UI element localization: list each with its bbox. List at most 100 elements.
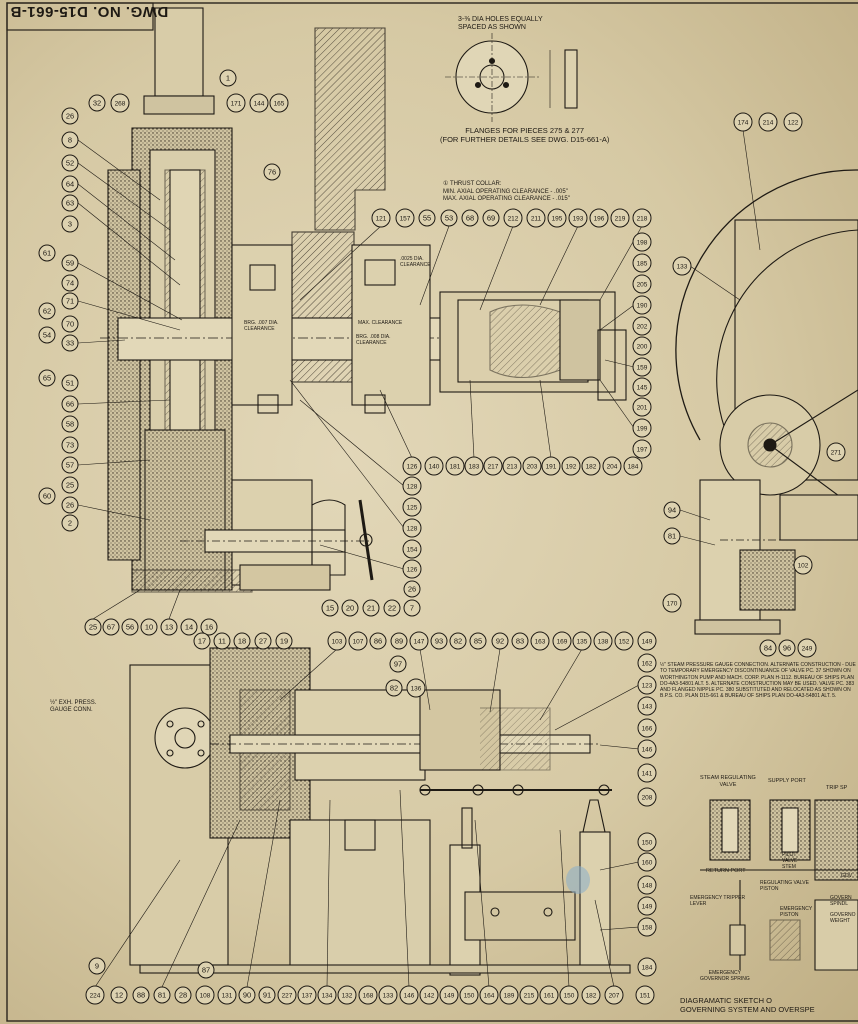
sheet-border (6, 2, 858, 1022)
callout-144: 144 (249, 93, 269, 113)
callout-circle (402, 456, 422, 476)
callout-circle (793, 555, 813, 575)
callout-162: 162 (637, 653, 657, 673)
callout-19: 19 (275, 632, 293, 650)
callout-number: 199 (637, 426, 648, 433)
callout-number: 122 (788, 120, 799, 127)
callout-88: 88 (132, 986, 150, 1004)
callout-number: 158 (642, 925, 653, 932)
callout-65: 65 (38, 369, 56, 387)
callout-33: 33 (61, 334, 79, 352)
callout-circle (213, 632, 231, 650)
callout-161: 161 (539, 985, 559, 1005)
callout-number: 93 (435, 637, 443, 646)
callout-60: 60 (38, 487, 56, 505)
drawing-number: DWG. NO. D15-661-B (10, 3, 169, 20)
callout-165: 165 (269, 93, 289, 113)
callout-131: 131 (217, 985, 237, 1005)
callout-2: 2 (61, 514, 79, 532)
clearance-b: BRG. .007 DIA. CLEARANCE (244, 320, 279, 332)
callout-66: 66 (61, 395, 79, 413)
callout-26: 26 (61, 496, 79, 514)
callout-202: 202 (632, 316, 652, 336)
callout-154: 154 (402, 539, 422, 559)
callout-number: 15 (326, 604, 334, 613)
callout-number: 86 (374, 637, 382, 646)
callout-number: 81 (158, 991, 166, 1000)
callout-224: 224 (85, 985, 105, 1005)
callout-number: 142 (424, 993, 435, 1000)
callout-circle (249, 93, 269, 113)
callout-number: 224 (90, 993, 101, 1000)
callout-8: 8 (61, 131, 79, 149)
callout-circle (88, 957, 106, 975)
callout-217: 217 (483, 456, 503, 476)
callout-circle (337, 985, 357, 1005)
callout-168: 168 (358, 985, 378, 1005)
callout-circle (277, 985, 297, 1005)
callout-82: 82 (449, 632, 467, 650)
callout-circle (406, 678, 426, 698)
callout-circle (530, 631, 550, 651)
callout-84: 84 (759, 639, 777, 657)
callout-10: 10 (140, 618, 158, 636)
callout-number: 204 (607, 464, 618, 471)
holes-note: 3-⅜ DIA HOLES EQUALLY SPACED AS SHOWN (458, 16, 543, 31)
callout-number: 183 (469, 464, 480, 471)
callout-59: 59 (61, 254, 79, 272)
callout-184: 184 (623, 456, 643, 476)
callout-190: 190 (632, 295, 652, 315)
callout-number: 211 (531, 216, 542, 223)
callout-174: 174 (733, 112, 753, 132)
callout-number: 200 (637, 344, 648, 351)
callout-108: 108 (195, 985, 215, 1005)
callout-number: 143 (642, 704, 653, 711)
callout-152: 152 (614, 631, 634, 651)
callout-circle (637, 957, 657, 977)
callout-number: 132 (342, 993, 353, 1000)
callout-circle (38, 487, 56, 505)
callout-22: 22 (383, 599, 401, 617)
callout-132: 132 (337, 985, 357, 1005)
callout-271: 271 (826, 442, 846, 462)
callout-circle (402, 497, 422, 517)
callout-number: 212 (508, 216, 519, 223)
callout-128: 128 (402, 518, 422, 538)
callout-number: 56 (126, 623, 134, 632)
callout-circle (61, 315, 79, 333)
callout-number: 192 (566, 464, 577, 471)
callout-circle (132, 986, 150, 1004)
callout-circle (502, 456, 522, 476)
callout-1: 1 (219, 69, 237, 87)
callout-circle (637, 718, 657, 738)
callout-number: 103 (332, 639, 343, 646)
callout-150: 150 (459, 985, 479, 1005)
callout-76: 76 (263, 163, 281, 181)
callout-163: 163 (530, 631, 550, 651)
callout-26: 26 (61, 107, 79, 125)
callout-circle (197, 961, 215, 979)
callout-number: 148 (642, 883, 653, 890)
callout-circle (483, 456, 503, 476)
callout-circle (672, 256, 692, 276)
callout-3: 3 (61, 215, 79, 233)
callout-number: 33 (66, 339, 74, 348)
callout-number: 73 (66, 441, 74, 450)
callout-circle (632, 357, 652, 377)
clearance-a: .0025 DIA. CLEARANCE (400, 256, 431, 268)
callout-151: 151 (635, 985, 655, 1005)
callout-circle (402, 559, 422, 579)
callout-number: 154 (407, 547, 418, 554)
callout-7: 7 (403, 599, 421, 617)
callout-number: 55 (423, 214, 431, 223)
governor-spindle-label: GOVERN SPINDL (830, 895, 852, 907)
callout-circle (623, 456, 643, 476)
callout-number: 227 (282, 993, 293, 1000)
callout-183: 183 (464, 456, 484, 476)
callout-142: 142 (419, 985, 439, 1005)
emergency-piston-label: EMERGENCY PISTON (780, 906, 813, 918)
callout-208: 208 (637, 787, 657, 807)
callout-circle (61, 107, 79, 125)
callout-number: 164 (484, 993, 495, 1000)
